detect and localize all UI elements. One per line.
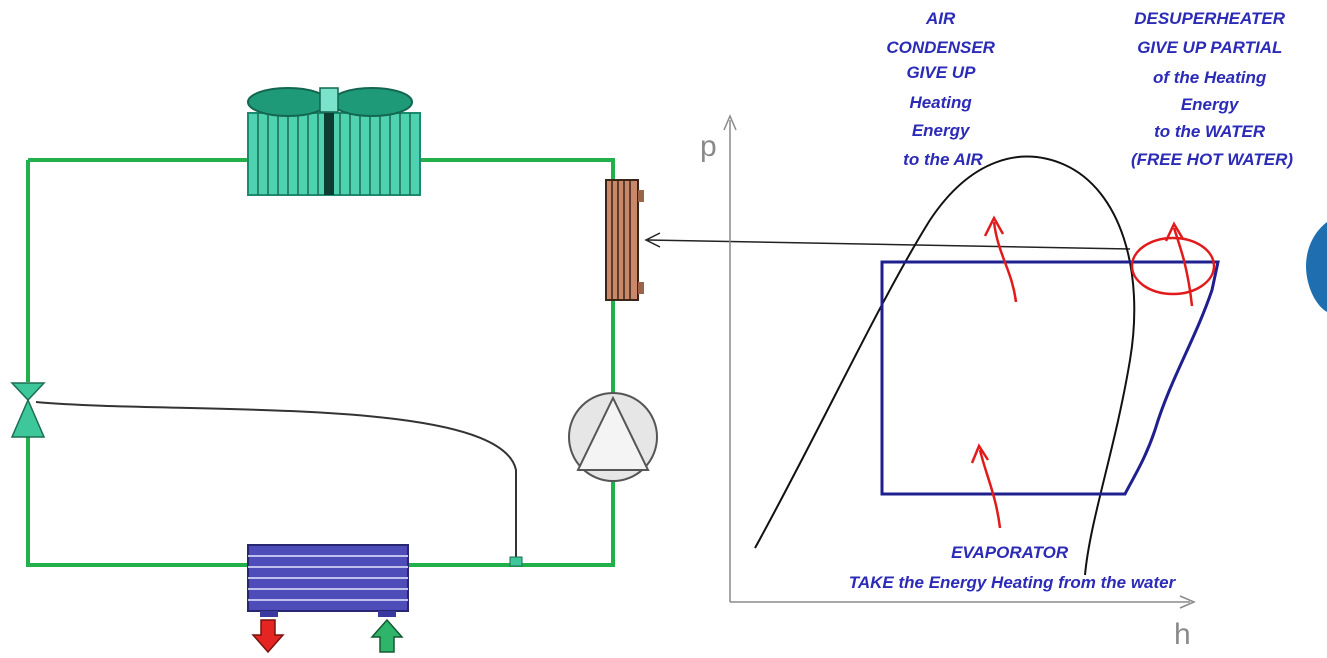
link-arrow <box>644 232 1131 250</box>
refrigerant-circuit <box>10 87 1131 654</box>
desuperheater-label: DESUPERHEATER GIVE UP PARTIAL of the Hea… <box>1131 9 1293 169</box>
arrow-down-icon <box>251 619 285 654</box>
air-condenser <box>247 87 421 196</box>
evaporator-heat-arrow <box>978 449 1002 529</box>
evaporator-exchanger <box>247 544 409 617</box>
arrow-up-icon <box>370 618 404 653</box>
evaporator-label: EVAPORATOR TAKE the Energy Heating from … <box>849 543 1177 592</box>
pipe-loop <box>26 158 615 567</box>
cycle-path <box>880 260 1220 496</box>
expansion-valve-icon <box>10 382 46 438</box>
edge-shape <box>1306 222 1327 312</box>
x-axis-label: h <box>1174 618 1191 651</box>
fan-icon <box>247 87 413 117</box>
heat-flow-annotations <box>970 215 1216 529</box>
saturation-dome <box>754 155 1136 576</box>
desuperheater-heat-arrow <box>1172 227 1194 307</box>
air-condenser-label: AIR CONDENSER GIVE UP Heating Energy to … <box>886 9 999 169</box>
desuperheater-exchanger <box>605 179 644 301</box>
desuperheater-circle <box>1130 236 1216 296</box>
y-axis-label: p <box>700 130 717 163</box>
sensing-line <box>35 401 517 558</box>
condenser-heat-arrow <box>992 221 1018 303</box>
compressor-icon <box>568 392 658 482</box>
ph-chart: p h AIR CONDENSER GIVE UP Heating Energy… <box>700 9 1293 651</box>
